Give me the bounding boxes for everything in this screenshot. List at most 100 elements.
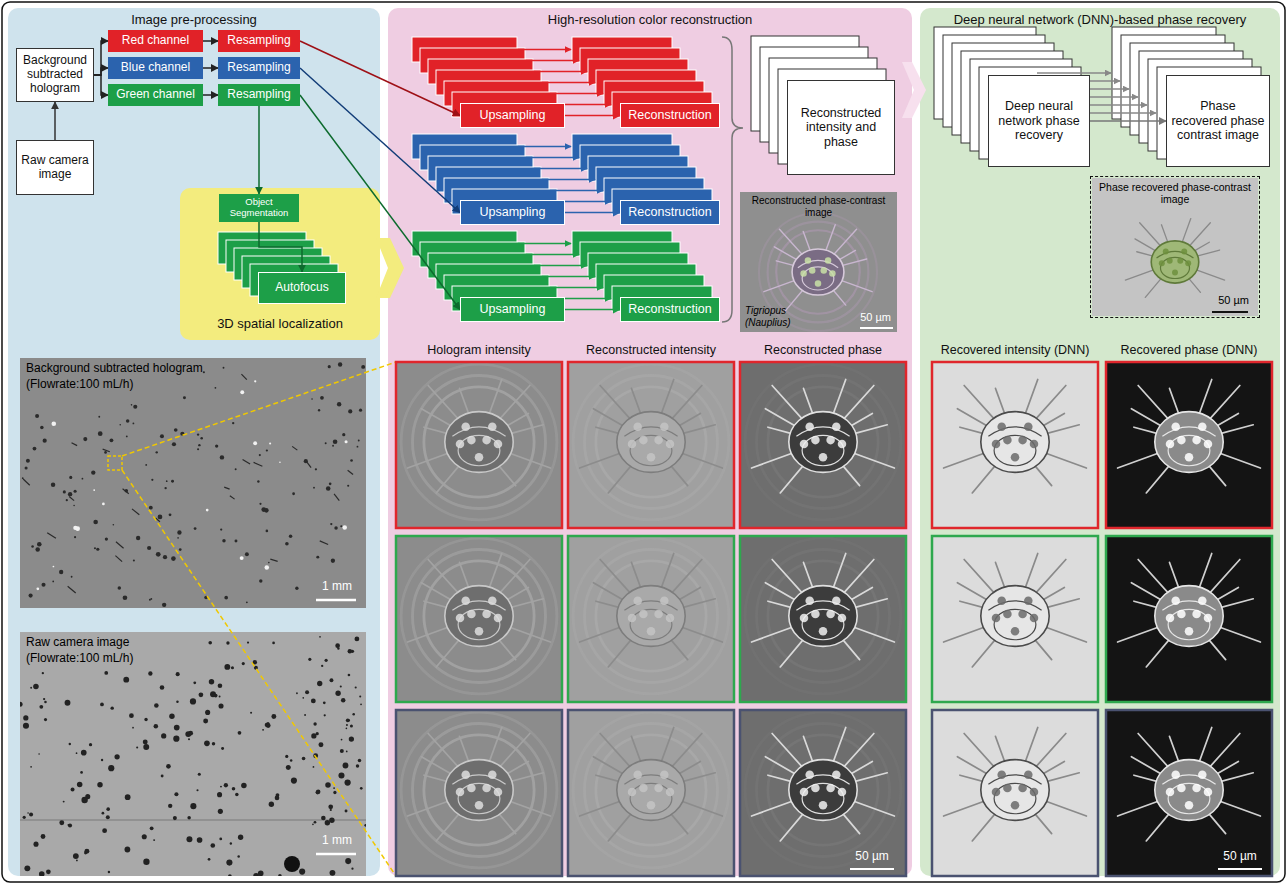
localization-panel-fill — [180, 188, 380, 340]
seta — [678, 800, 723, 816]
tile-border — [1106, 710, 1272, 876]
particle — [186, 836, 192, 842]
body-spot — [800, 270, 806, 276]
particle — [68, 586, 76, 593]
particle — [44, 701, 47, 704]
particle — [241, 374, 246, 379]
particle — [333, 791, 336, 794]
box-label: Background subtracted hologram — [21, 54, 89, 95]
particle — [69, 476, 72, 479]
box-label: Blue channel — [112, 61, 199, 75]
particle — [156, 552, 161, 557]
body — [445, 412, 513, 473]
section-heading: 3D spatial localization — [180, 317, 380, 332]
seta — [421, 409, 454, 428]
body-spot — [1204, 788, 1213, 797]
image-tile-content — [573, 364, 729, 520]
particle — [143, 859, 149, 865]
seta — [497, 464, 515, 486]
body-spot — [1192, 610, 1201, 619]
body-spot — [838, 788, 847, 797]
particle — [46, 869, 51, 874]
stack-arrow — [550, 93, 603, 94]
seta — [1118, 452, 1163, 468]
seta — [580, 452, 625, 468]
micrograph-inset: Phase recovered phase-contrast image50 µ… — [1090, 176, 1260, 318]
body-spot — [809, 267, 815, 273]
particle — [93, 489, 95, 491]
image-tile — [1106, 362, 1272, 528]
stack-card: Autofocus — [258, 272, 346, 304]
image-caption: 1 mm — [322, 580, 352, 594]
tile-border — [740, 362, 906, 528]
seta — [1033, 464, 1051, 486]
connector-arrow — [94, 75, 108, 95]
particle — [240, 556, 244, 560]
body — [445, 586, 513, 647]
body — [1151, 241, 1199, 283]
flow-chevron — [376, 238, 404, 298]
particle — [126, 419, 130, 423]
body-segment — [458, 435, 500, 465]
stack-arrow — [550, 287, 603, 288]
particle — [337, 647, 339, 649]
particle — [302, 757, 306, 761]
particle — [73, 853, 79, 859]
particle — [30, 766, 32, 768]
body-spot — [647, 453, 656, 462]
phase-recovered-image — [1092, 178, 1258, 316]
body-spot — [628, 440, 637, 449]
diffraction-ring — [768, 387, 878, 497]
particle — [325, 782, 331, 788]
particle — [254, 380, 256, 382]
particle — [204, 740, 210, 746]
column-header: Reconstructed phase — [764, 343, 882, 357]
body — [789, 412, 857, 473]
particle — [39, 871, 45, 876]
micrograph-panel: Background subtracted hologram(Flowrate:… — [20, 358, 366, 608]
particle — [190, 803, 196, 809]
image-caption: Phase recovered phase-contrast image — [1095, 181, 1255, 205]
seta — [1042, 452, 1087, 468]
body-spot — [1011, 627, 1020, 636]
particle — [222, 539, 225, 542]
particle — [174, 792, 178, 796]
seta — [1216, 452, 1261, 468]
particle — [23, 715, 28, 720]
tile-border — [1106, 536, 1272, 702]
image-tile-content — [1118, 728, 1261, 841]
particle — [304, 714, 306, 716]
body-segment — [1168, 783, 1210, 813]
seta — [850, 800, 895, 816]
particle — [264, 508, 269, 513]
body-spot — [1166, 788, 1175, 797]
diffraction-ring — [745, 538, 901, 694]
particle — [74, 536, 76, 538]
particle — [331, 559, 335, 563]
panel-fill — [920, 8, 1280, 876]
particle — [284, 856, 300, 872]
body-spot — [633, 597, 642, 606]
particle — [329, 483, 332, 486]
body-spot — [467, 610, 476, 619]
particle — [317, 681, 322, 686]
seta — [1131, 583, 1164, 602]
box-label: Upsampling — [465, 205, 560, 219]
seta — [1140, 223, 1162, 248]
particle — [29, 594, 33, 598]
seta — [608, 464, 632, 493]
body — [981, 412, 1049, 473]
particle — [328, 804, 333, 809]
particle — [84, 849, 89, 854]
particle — [345, 858, 351, 864]
body-spot — [633, 423, 642, 432]
stack-card: Upsampling — [460, 297, 565, 322]
body-spot — [1172, 270, 1178, 276]
body — [789, 760, 857, 821]
phase-contrast-image — [740, 192, 897, 332]
box-label: Phase recovered phase contrast image — [1171, 99, 1265, 142]
image-tile — [932, 710, 1098, 876]
body-spot — [1198, 423, 1207, 432]
